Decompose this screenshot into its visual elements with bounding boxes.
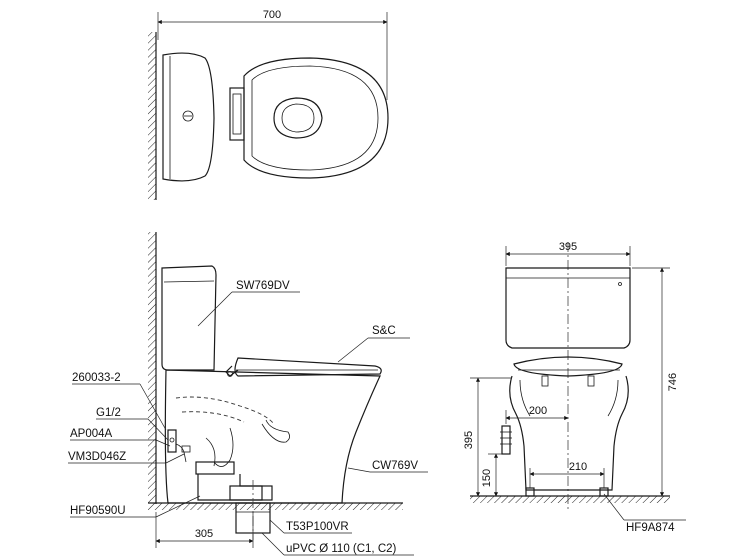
front-view: 395 746 395 150 200	[463, 241, 686, 534]
front-inlet-valve	[501, 425, 511, 455]
label-valve: AP004A	[70, 428, 113, 440]
side-view: 305 SW769DV S&C CW769V 260033-2 G1/2 AP0…	[68, 232, 428, 556]
label-fitting-1: 260033-2	[72, 372, 121, 384]
label-bolt-kit: HF9A874	[626, 522, 675, 534]
tank-front	[505, 267, 631, 349]
dim-305: 305	[195, 528, 213, 540]
flush-button-icon	[182, 110, 194, 122]
trapway	[175, 396, 275, 425]
dim-210: 210	[569, 461, 587, 473]
dim-200: 200	[529, 405, 547, 417]
wall-hatch-side	[148, 232, 156, 504]
inlet-valve	[167, 429, 177, 453]
seat-top	[243, 57, 389, 179]
bowl-front	[509, 375, 629, 491]
bowl-side	[164, 369, 381, 504]
dim-inlet-height-395: 395	[463, 431, 475, 449]
dim-height-746: 746	[667, 373, 679, 391]
label-tank: SW769DV	[236, 280, 290, 292]
bowl-opening	[273, 97, 323, 139]
label-hose: VM3D046Z	[68, 451, 126, 463]
dim-width-395: 395	[559, 241, 577, 253]
label-bowl: CW769V	[372, 460, 418, 472]
floor-hatch-side	[148, 503, 403, 510]
wall-hatch-top	[148, 32, 156, 200]
tank-side	[161, 265, 217, 371]
label-pipe: uPVC Ø 110 (C1, C2)	[286, 543, 397, 555]
label-seat: S&C	[372, 325, 396, 337]
top-view: 700	[148, 9, 389, 200]
seat-side	[234, 357, 382, 377]
tank-top	[162, 52, 215, 182]
floor-hatch-front	[470, 496, 670, 503]
dim-700: 700	[263, 9, 281, 21]
label-outlet: T53P100VR	[286, 521, 349, 533]
label-inlet: G1/2	[96, 407, 121, 419]
dim-150: 150	[481, 469, 493, 487]
label-flange: HF90590U	[70, 505, 126, 517]
